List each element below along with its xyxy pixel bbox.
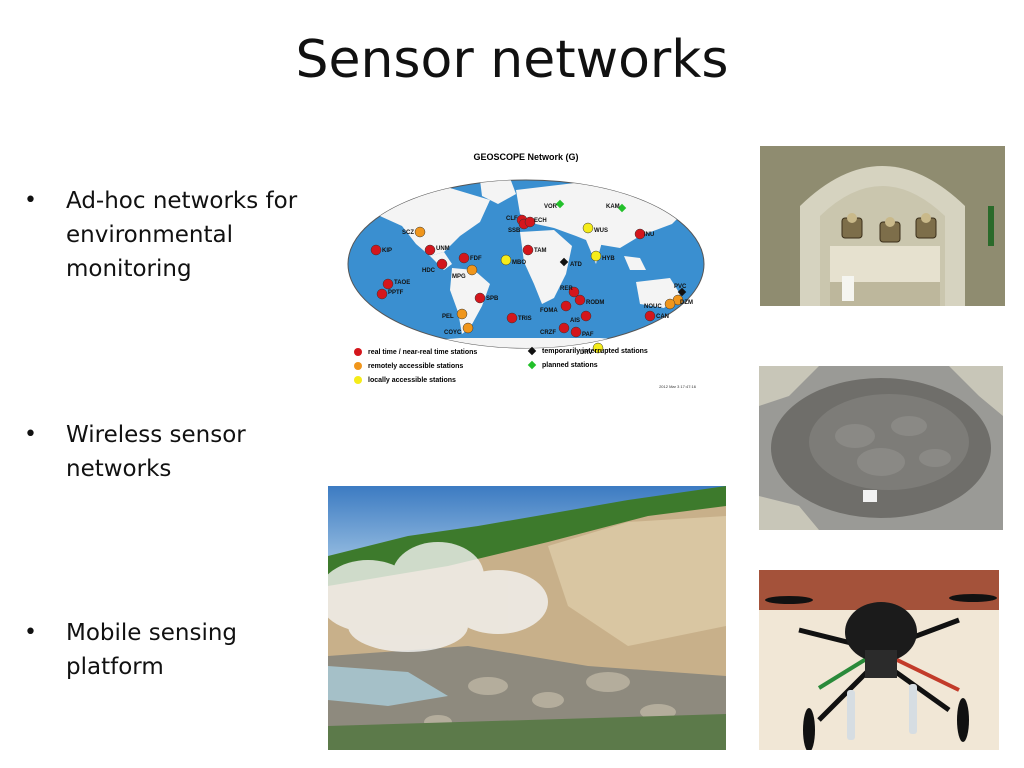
station-label-tris: TRIS (518, 316, 532, 322)
bullet-text: Ad-hoc networks for environmental monito… (66, 188, 298, 282)
legend-item-planned: planned stations (527, 360, 598, 370)
bullet-symbol: • (24, 620, 37, 645)
station-marker-pvc (677, 287, 687, 297)
station-label-pel: PEL (442, 314, 454, 320)
station-label-atd: ATD (570, 262, 583, 268)
station-marker-drv (592, 342, 604, 354)
legend-item-real-time: real time / near-real time stations (354, 348, 477, 356)
map-legend: real time / near-real time stations remo… (354, 346, 694, 392)
station-label-fdf: FDF (470, 256, 482, 262)
station-marker-kip (370, 244, 382, 256)
station-label-hdc: HDC (422, 268, 436, 274)
yellow-dot-icon (354, 376, 362, 384)
station-label-kip: KIP (382, 248, 392, 254)
volcanic-fumarole-landscape-photo (328, 486, 726, 750)
station-label-nouc: NOUC (644, 304, 662, 310)
bullet-text: Wireless sensor networks (66, 422, 246, 482)
green-diamond-icon (527, 360, 537, 370)
station-label-coyc: COYC (444, 330, 462, 336)
station-label-spb: SPB (486, 296, 499, 302)
stations-layer: VOR KAM CLF SSB ECH WUS INU SCZ KIP UNM FDF HDC MPG T… (370, 199, 693, 356)
station-label-dzm: DZM (680, 300, 693, 306)
legend-item-local: locally accessible stations (354, 376, 456, 384)
station-label-unm: UNM (436, 246, 450, 252)
station-marker-mpg (466, 264, 478, 276)
station-marker-coyc (462, 322, 474, 334)
black-diamond-icon (527, 346, 537, 356)
station-label-tam: TAM (534, 248, 547, 254)
station-label-ais: AIS (570, 318, 580, 324)
station-label-rodm: RODM (586, 300, 604, 306)
station-marker-paf (570, 326, 582, 338)
station-marker-tam (522, 244, 534, 256)
station-marker-pel (456, 308, 468, 320)
station-label-can: CAN (656, 314, 669, 320)
station-label-drv: DRV (580, 350, 593, 356)
station-marker-crzf (558, 322, 570, 334)
station-label-paf: PAF (582, 332, 594, 338)
station-label-taoe: TAOE (394, 280, 410, 286)
station-marker-wus (582, 222, 594, 234)
geoscope-map-figure: GEOSCOPE Network (G) VOR KAM CLF SSB ECH WUS I… (340, 146, 712, 398)
station-marker-spb (474, 292, 486, 304)
station-marker-ech (524, 216, 536, 228)
station-label-inu: INU (644, 232, 654, 238)
station-marker-pptf (376, 288, 388, 300)
station-marker-ais (580, 310, 592, 322)
station-label-scz: SCZ (402, 230, 414, 236)
station-marker-nouc (664, 298, 676, 310)
vault-illustration (760, 146, 1005, 306)
station-marker-mbo (500, 254, 512, 266)
quadcopter-drone-photo (759, 570, 999, 750)
station-label-vor: VOR (544, 204, 558, 210)
station-marker-can (644, 310, 656, 322)
station-label-pvc: PVC (674, 284, 687, 290)
station-label-kam: KAM (606, 204, 620, 210)
station-marker-hyb (590, 250, 602, 262)
station-marker-unm (424, 244, 436, 256)
drone-illustration (759, 570, 999, 750)
station-label-mbo: MBO (512, 260, 526, 266)
greenland (480, 180, 516, 204)
bullet-symbol: • (24, 188, 37, 213)
legend-item-remote: remotely accessible stations (354, 362, 463, 370)
red-dot-icon (354, 348, 362, 356)
orange-dot-icon (354, 362, 362, 370)
slide-title: Sensor networks (295, 30, 729, 90)
station-marker-rodm (574, 294, 586, 306)
landscape-illustration (328, 486, 726, 750)
station-label-pptf: PPTF (388, 290, 404, 296)
station-marker-hdc (436, 258, 448, 270)
station-label-mpg: MPG (452, 274, 466, 280)
station-label-hyb: HYB (602, 256, 615, 262)
station-label-rer: RER (560, 286, 573, 292)
station-label-foma: FOMA (540, 308, 558, 314)
station-label-crzf: CRZF (540, 330, 556, 336)
station-marker-inu (634, 228, 646, 240)
station-label-ssb: SSB (508, 228, 521, 234)
station-marker-tris (506, 312, 518, 324)
bullet-text: Mobile sensing platform (66, 620, 238, 680)
map-credit: 2012 Mar 3 17:47:16 (659, 384, 696, 389)
station-marker-scz (414, 226, 426, 238)
station-marker-atd (559, 257, 569, 267)
world-map: VOR KAM CLF SSB ECH WUS INU SCZ KIP UNM FDF HDC MPG T… (347, 179, 705, 356)
mud-pool-photo (759, 366, 1003, 530)
se-asia (624, 256, 646, 270)
station-marker-rer (568, 286, 580, 298)
north-america (380, 188, 490, 256)
station-marker-taoe (382, 278, 394, 290)
bullet-symbol: • (24, 422, 37, 447)
map-title: GEOSCOPE Network (G) (473, 152, 579, 162)
legend-item-interrupted: temporarily interrupted stations (527, 346, 648, 356)
station-label-ech: ECH (534, 218, 547, 224)
station-marker-foma (560, 300, 572, 312)
station-marker-fdf (458, 252, 470, 264)
station-label-wus: WUS (594, 228, 608, 234)
mud-pool-illustration (759, 366, 1003, 530)
underground-sensor-vault-photo (760, 146, 1005, 306)
station-label-clf: CLF (506, 216, 518, 222)
